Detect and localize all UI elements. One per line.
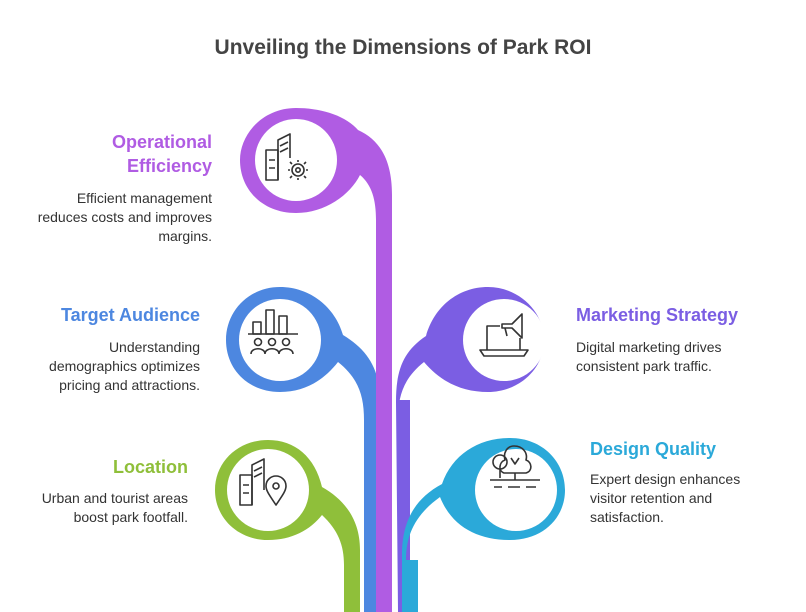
audience-chart-icon bbox=[248, 309, 298, 355]
marketing-strategy-description: Digital marketing drives consistent park… bbox=[576, 339, 722, 374]
target-audience-description: Understanding demographics optimizes pri… bbox=[49, 339, 200, 393]
target-audience-stem bbox=[226, 287, 380, 612]
design-quality-description: Expert design enhances visitor retention… bbox=[590, 471, 741, 525]
location-stem bbox=[215, 440, 360, 612]
trees-icon bbox=[490, 445, 540, 488]
design-quality-stem bbox=[402, 438, 565, 612]
operational-efficiency-heading: Operational Efficiency bbox=[111, 132, 212, 176]
operational-efficiency-description: Efficient management reduces costs and i… bbox=[37, 190, 212, 244]
target-audience-heading: Target Audience bbox=[60, 305, 200, 325]
marketing-strategy-stem bbox=[396, 287, 545, 612]
design-quality-heading: Design Quality bbox=[590, 439, 717, 459]
location-heading: Location bbox=[113, 457, 188, 477]
location-description: Urban and tourist areas boost park footf… bbox=[41, 490, 188, 525]
buildings-pin-icon bbox=[239, 458, 287, 506]
laptop-megaphone-icon bbox=[479, 313, 529, 357]
marketing-strategy-heading: Marketing Strategy bbox=[576, 305, 739, 325]
page-title: Unveiling the Dimensions of Park ROI bbox=[214, 36, 592, 59]
buildings-gear-icon bbox=[265, 133, 308, 181]
